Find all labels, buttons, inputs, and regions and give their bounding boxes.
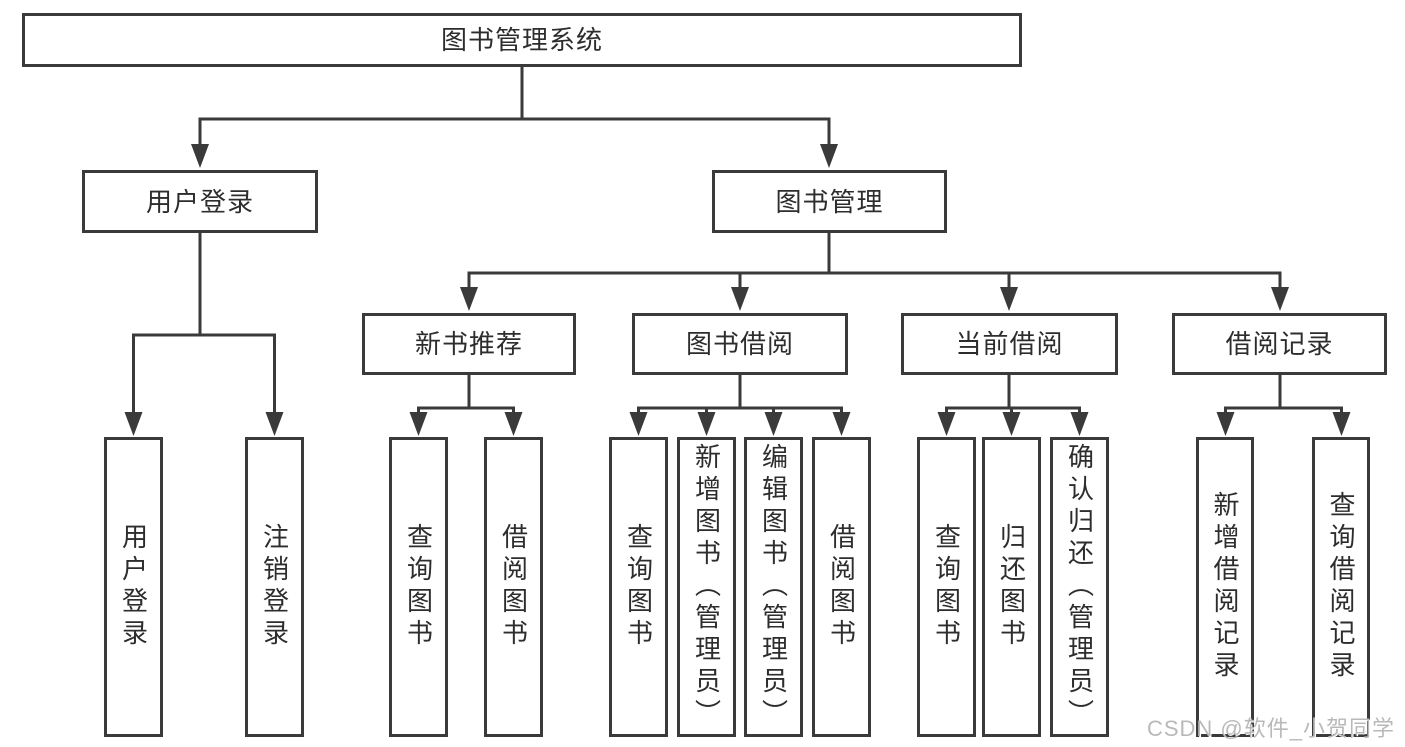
node-leaf-borrow-books-2: 借阅图书 [812,437,871,737]
node-borrowing-records: 借阅记录 [1172,313,1387,375]
csdn-watermark: CSDN @软件_小贺同学 [1146,716,1395,741]
connector-user-login-to-leaves [124,233,284,436]
node-leaf-query-books-2: 查询图书 [609,437,668,737]
connector-book-borrowing-to-leaves [629,375,851,436]
node-current-borrowing: 当前借阅 [901,313,1118,375]
node-leaf-borrow-books-1: 借阅图书 [484,437,543,737]
node-leaf-return-books: 归还图书 [982,437,1041,737]
node-leaf-user-login: 用户登录 [104,437,163,737]
node-leaf-query-borrow-record: 查询借阅记录 [1312,437,1370,737]
connector-book-management-to-level3 [460,233,1289,311]
node-user-login: 用户登录 [82,170,318,233]
node-leaf-query-books-1: 查询图书 [389,437,448,737]
node-leaf-confirm-return-admin: 确认归还（管理员） [1050,437,1109,737]
connector-current-borrowing-to-leaves [937,375,1089,436]
node-book-management: 图书管理 [712,170,947,233]
node-book-borrowing: 图书借阅 [632,313,848,375]
connector-root-to-level2 [191,65,838,168]
connector-new-book-to-leaves [409,375,523,436]
node-leaf-add-borrow-record: 新增借阅记录 [1196,437,1254,737]
connector-borrowing-records-to-leaves [1216,375,1351,436]
node-leaf-add-book-admin: 新增图书（管理员） [677,437,736,737]
node-leaf-edit-book-admin: 编辑图书（管理员） [744,437,803,737]
node-new-book-recommend: 新书推荐 [362,313,576,375]
node-leaf-query-books-3: 查询图书 [917,437,976,737]
node-root: 图书管理系统 [22,13,1022,67]
node-leaf-logout: 注销登录 [245,437,304,737]
